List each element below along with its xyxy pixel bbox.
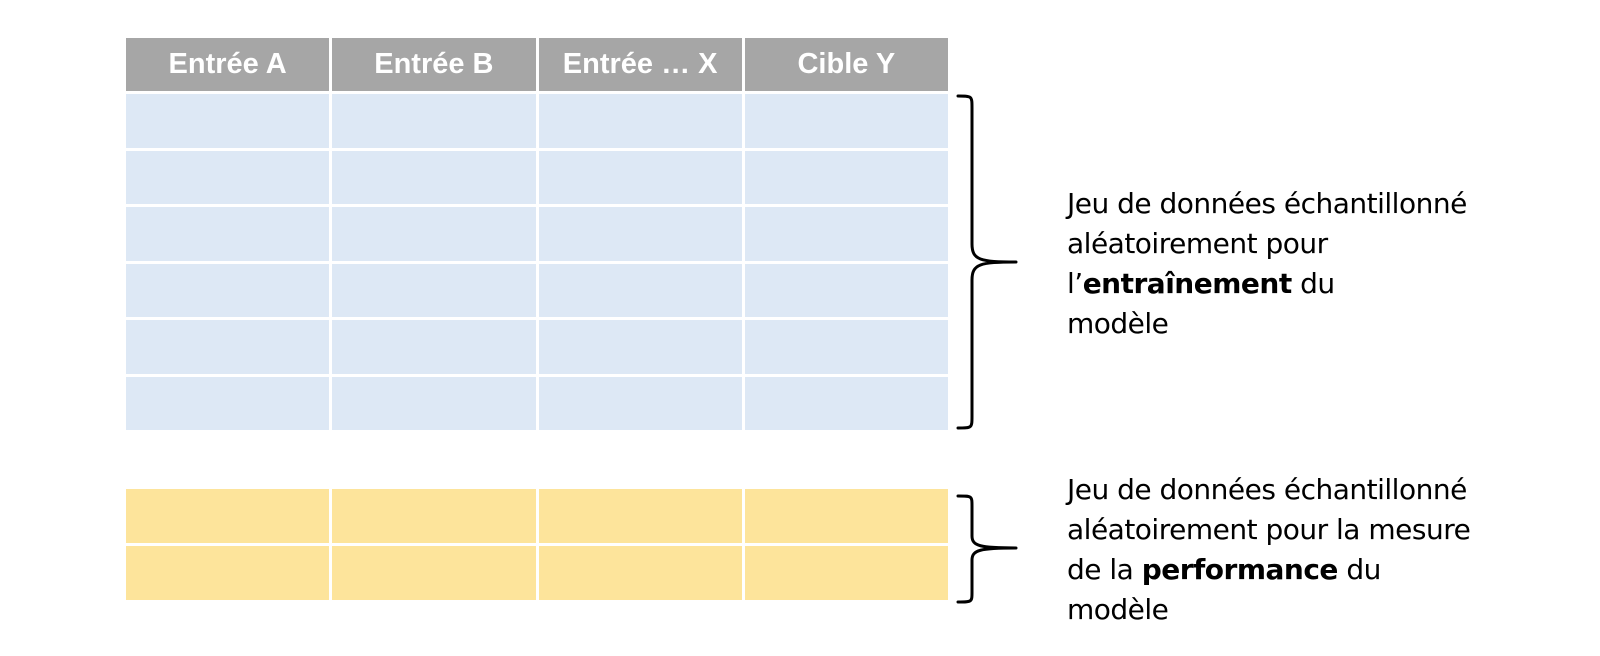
test-set-label: Jeu de données échantillonné aléatoireme… bbox=[1067, 470, 1471, 630]
test-cell bbox=[332, 546, 536, 600]
header-entree-x: Entrée … X bbox=[538, 38, 742, 91]
training-cell bbox=[126, 320, 330, 374]
test-cell bbox=[744, 546, 948, 600]
training-set-label: Jeu de données échantillonné aléatoireme… bbox=[1067, 184, 1467, 344]
training-label-line2: aléatoirement pour bbox=[1067, 227, 1328, 260]
test-set-table bbox=[126, 489, 948, 600]
test-label-line1: Jeu de données échantillonné bbox=[1067, 473, 1467, 506]
training-cell bbox=[538, 150, 742, 204]
test-label-line2: aléatoirement pour la mesure bbox=[1067, 513, 1471, 546]
training-set-table bbox=[126, 94, 948, 430]
test-cell bbox=[538, 546, 742, 600]
test-cell bbox=[744, 489, 948, 543]
training-cell bbox=[332, 150, 536, 204]
training-cell bbox=[126, 376, 330, 430]
training-cell bbox=[126, 150, 330, 204]
training-cell bbox=[744, 94, 948, 148]
training-cell bbox=[126, 94, 330, 148]
training-cell bbox=[332, 263, 536, 317]
training-cell bbox=[332, 376, 536, 430]
training-cell bbox=[538, 376, 742, 430]
test-cell bbox=[126, 489, 330, 543]
test-cell bbox=[332, 489, 536, 543]
test-brace bbox=[956, 494, 1018, 604]
table-header: Entrée A Entrée B Entrée … X Cible Y bbox=[126, 38, 948, 91]
training-cell bbox=[538, 263, 742, 317]
training-label-prefix: l’ bbox=[1067, 267, 1083, 300]
training-label-suffix: du bbox=[1291, 267, 1335, 300]
training-cell bbox=[538, 320, 742, 374]
test-label-line4: modèle bbox=[1067, 593, 1169, 626]
training-cell bbox=[538, 94, 742, 148]
test-cell bbox=[538, 489, 742, 543]
training-cell bbox=[332, 320, 536, 374]
training-cell bbox=[538, 207, 742, 261]
training-cell bbox=[744, 150, 948, 204]
test-label-prefix: de la bbox=[1067, 553, 1142, 586]
test-label-line3: de la performance du bbox=[1067, 550, 1470, 590]
training-cell bbox=[744, 376, 948, 430]
training-cell bbox=[744, 320, 948, 374]
training-cell bbox=[332, 207, 536, 261]
test-label-keyword: performance bbox=[1141, 553, 1339, 586]
header-cible-y: Cible Y bbox=[744, 38, 948, 91]
test-label-suffix: du bbox=[1337, 553, 1381, 586]
training-label-keyword: entraînement bbox=[1082, 267, 1293, 300]
training-label-line1: Jeu de données échantillonné bbox=[1067, 187, 1467, 220]
training-brace bbox=[956, 94, 1018, 430]
test-cell bbox=[126, 546, 330, 600]
training-label-line4: modèle bbox=[1067, 307, 1169, 340]
training-cell bbox=[744, 263, 948, 317]
training-cell bbox=[332, 94, 536, 148]
training-label-line3: l’entraînement du bbox=[1067, 264, 1467, 304]
header-entree-a: Entrée A bbox=[126, 38, 330, 91]
header-entree-b: Entrée B bbox=[332, 38, 536, 91]
training-cell bbox=[126, 263, 330, 317]
training-cell bbox=[126, 207, 330, 261]
training-cell bbox=[744, 207, 948, 261]
